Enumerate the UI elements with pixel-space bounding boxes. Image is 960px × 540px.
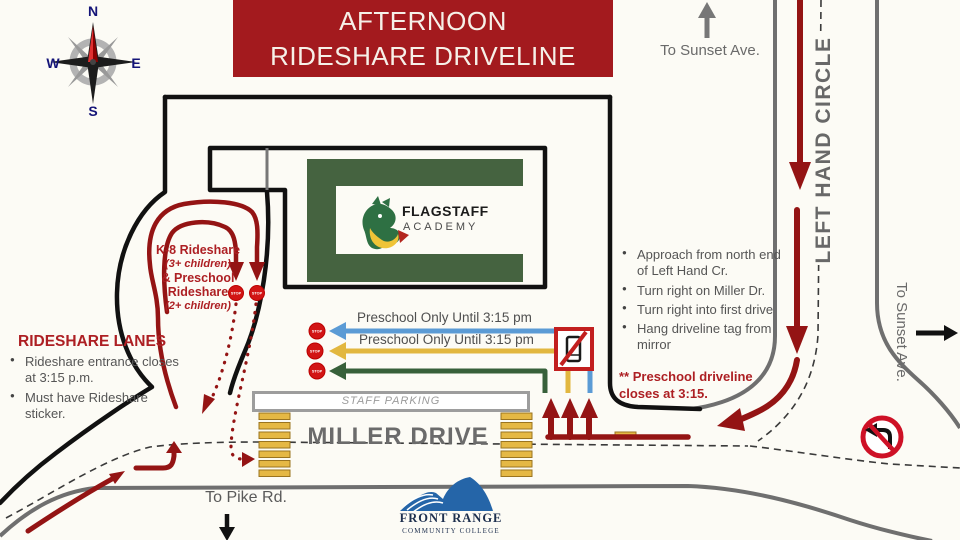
preschool-lane-label-2: Preschool Only Until 3:15 pm	[359, 332, 534, 347]
compass-s: S	[88, 103, 98, 119]
directions-bullet: Turn right on Miller Dr.	[620, 283, 782, 299]
building-fill	[307, 159, 523, 282]
road-centerlines	[5, 0, 960, 519]
school-logo-name: FLAGSTAFF	[402, 203, 489, 219]
to-sunset-top-arrow-icon	[698, 2, 716, 38]
turn-in-1-head	[542, 398, 560, 418]
loop-outer-arrow	[147, 199, 260, 410]
entrance-arrow-head	[166, 441, 182, 453]
k8-line-4: Rideshare	[167, 285, 229, 300]
to-sunset-right-arrow-icon	[916, 325, 958, 341]
rideshare-lanes-heading: RIDESHARE LANES	[18, 333, 167, 350]
directions-callout: Approach from north end of Left Hand Cr.…	[620, 247, 782, 357]
stop-sign-icon: STOP	[306, 342, 324, 360]
frcc-logo-icon	[400, 477, 493, 514]
svg-text:STOP: STOP	[252, 292, 263, 296]
left-hand-circle-east-edge	[875, 0, 960, 430]
exit-dotted-a	[210, 302, 238, 400]
compass-e: E	[131, 55, 141, 71]
k8-line-3: & Preschool	[161, 270, 235, 285]
miller-centerline	[5, 441, 749, 519]
turn-in-2-head	[561, 398, 579, 418]
preschool-note-line-1: ** Preschool driveline	[619, 369, 753, 384]
lhc-arrow-2-head	[786, 326, 808, 354]
loop-inner-head	[228, 262, 244, 281]
k8-line-5: (2+ children)	[165, 300, 231, 313]
preschool-lane-label-1: Preschool Only Until 3:15 pm	[357, 310, 532, 325]
stop-sign-icon: STOP	[228, 285, 244, 301]
dragon-logo-icon	[362, 196, 409, 250]
loop-inner-arrow	[161, 219, 239, 315]
building-outline	[207, 145, 548, 290]
svg-text:STOP: STOP	[312, 330, 323, 334]
frcc-subname: COMMUNITY COLLEGE	[402, 527, 500, 535]
stop-signs: STOP STOP STOP STOP STOP	[228, 285, 326, 380]
compass-rose-icon	[50, 22, 136, 104]
lane-green-arrowhead	[329, 362, 346, 380]
no-cellphone-icon	[554, 327, 594, 371]
school-logo-subname: ACADEMY	[403, 221, 479, 233]
directions-bullet: Approach from north end of Left Hand Cr.	[620, 247, 782, 280]
lhc-centerline	[757, 0, 822, 442]
miller-drive-south-edge	[0, 483, 933, 540]
stop-sign-icon: STOP	[308, 322, 326, 340]
lhc-to-miller-arrow	[736, 357, 800, 423]
preschool-note: ** Preschool driveline closes at 3:15.	[619, 369, 774, 403]
k8-rideshare-zone-label: K-8 Rideshare (3+ children) & Preschool …	[138, 243, 258, 313]
directions-bullet: Hang driveline tag from mirror	[620, 321, 782, 354]
loop-outer-head	[249, 262, 265, 281]
stop-sign-icon: STOP	[308, 362, 326, 380]
entrance-arrow	[133, 450, 177, 471]
crosswalk-east	[500, 412, 533, 477]
staff-parking-label: STAFF PARKING	[252, 391, 530, 412]
to-pike-arrow-icon	[219, 514, 235, 540]
exit-dotted-a-head	[202, 394, 215, 414]
route-arrows	[25, 0, 811, 534]
lhc-to-miller-head	[717, 408, 745, 431]
to-pike-label: To Pike Rd.	[205, 489, 287, 506]
boundary-east	[607, 94, 703, 412]
k8-line-2: (3+ children)	[165, 257, 231, 270]
east-centerline	[749, 445, 960, 469]
title-line-1: AFTERNOON	[339, 6, 507, 37]
directions-bullet: Turn right into first drive	[620, 302, 782, 318]
exit-dotted-b	[229, 302, 258, 461]
stop-sign-icon: STOP	[249, 285, 265, 301]
rideshare-lanes-callout: RIDESHARE LANES Rideshare entrance close…	[8, 333, 184, 425]
k8-line-1: K-8 Rideshare	[155, 243, 241, 257]
compass-n: N	[87, 3, 99, 19]
exit-dotted-b-head	[242, 452, 255, 467]
frcc-name: FRONT RANGE	[399, 511, 503, 525]
rideshare-lanes-bullet: Rideshare entrance closes at 3:15 p.m.	[8, 354, 184, 387]
crosswalk-west	[258, 412, 291, 477]
to-sunset-right-label: To Sunset Ave.	[893, 282, 910, 382]
svg-text:STOP: STOP	[231, 292, 242, 296]
turn-in-3-head	[580, 398, 598, 418]
no-left-turn-icon	[860, 415, 904, 459]
svg-text:STOP: STOP	[312, 370, 323, 374]
lane-yellow-arrowhead	[329, 342, 346, 360]
preschool-note-line-2: closes at 3:15.	[619, 385, 708, 401]
title-line-2: RIDESHARE DRIVELINE	[270, 40, 576, 71]
westbound-approach-head	[109, 471, 125, 484]
to-sunset-top-label: To Sunset Ave.	[660, 42, 760, 59]
svg-text:STOP: STOP	[310, 350, 321, 354]
westbound-approach-arrow	[25, 476, 115, 534]
left-hand-circle-label: LEFT HAND CIRCLE	[811, 35, 837, 265]
lane-blue-arrowhead	[329, 322, 346, 340]
lane-green	[346, 368, 548, 393]
compass-w: W	[46, 55, 60, 71]
title-banner: AFTERNOON RIDESHARE DRIVELINE	[233, 0, 613, 77]
miller-drive-label: MILLER DRIVE	[307, 423, 489, 450]
rideshare-lanes-bullet: Must have Rideshare sticker.	[8, 390, 184, 423]
lhc-arrow-1-head	[789, 162, 811, 190]
